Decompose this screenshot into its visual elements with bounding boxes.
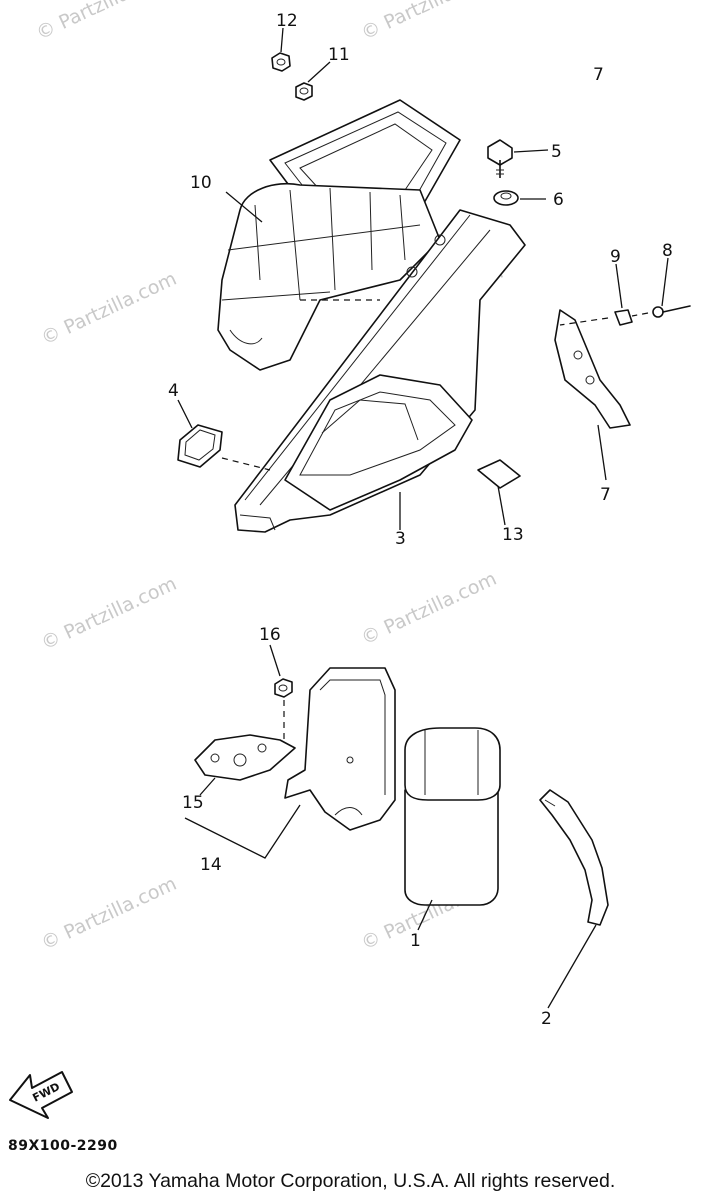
callout-16: 16 — [259, 625, 281, 645]
callout-13: 13 — [502, 525, 524, 545]
watermark: © Partzilla.com — [38, 268, 180, 350]
callout-5: 5 — [551, 142, 562, 162]
part-2-strap — [539, 789, 609, 926]
callout-8: 8 — [662, 241, 673, 261]
part-7-bracket — [554, 309, 631, 429]
callout-7: 7 — [593, 65, 604, 85]
callouts: 12 11 5 6 10 7 9 8 4 7 3 13 16 15 14 1 2 — [168, 11, 673, 1029]
part-14-holder — [284, 667, 396, 831]
drawing-code: 89X100-2290 — [8, 1138, 118, 1154]
fwd-arrow-icon: FWD — [9, 1071, 73, 1119]
part-13-pad — [477, 459, 521, 489]
callout-2: 2 — [541, 1009, 552, 1029]
part-4-seal — [177, 424, 223, 468]
callout-15: 15 — [182, 793, 204, 813]
callout-11: 11 — [328, 45, 350, 65]
part-9-clip — [614, 309, 633, 326]
callout-9: 9 — [610, 247, 621, 267]
part-6-grommet — [493, 190, 519, 206]
callout-14: 14 — [200, 855, 222, 875]
callout-10: 10 — [190, 173, 212, 193]
callout-4: 4 — [168, 381, 179, 401]
callout-12: 12 — [276, 11, 298, 31]
callout-7: 7 — [600, 485, 611, 505]
part-3-battery-tray — [234, 209, 526, 533]
part-15-plate — [194, 734, 296, 781]
part-8-screw — [652, 305, 691, 318]
watermark: © Partzilla.com — [38, 873, 180, 955]
leader-lines — [177, 27, 669, 1009]
callout-1: 1 — [410, 931, 421, 951]
part-10-air-duct — [217, 99, 461, 371]
watermark: © Partzilla.com — [33, 0, 175, 45]
watermark: © Partzilla.com — [358, 0, 500, 45]
callout-6: 6 — [553, 190, 564, 210]
part-11-nut — [295, 82, 313, 101]
watermark: © Partzilla.com — [358, 568, 500, 650]
watermark: © Partzilla.com — [38, 573, 180, 655]
part-16-nut — [274, 678, 293, 698]
callout-3: 3 — [395, 529, 406, 549]
part-12-nut — [271, 52, 291, 72]
part-5-bolt — [487, 139, 513, 178]
part-1-battery — [404, 727, 501, 906]
copyright-notice: ©2013 Yamaha Motor Corporation, U.S.A. A… — [85, 1170, 616, 1192]
